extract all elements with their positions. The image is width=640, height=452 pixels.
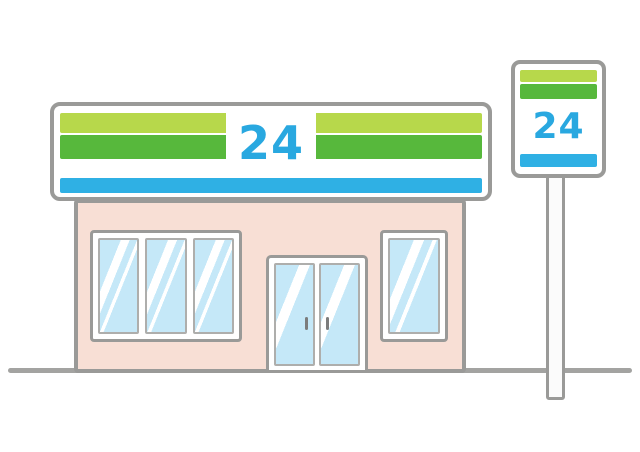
door-right-panel bbox=[319, 263, 360, 366]
right-window bbox=[380, 230, 448, 342]
window-pane bbox=[192, 238, 234, 334]
pole-sign-hours-area: 24 bbox=[520, 99, 597, 154]
door-handle bbox=[305, 317, 308, 330]
pole-sign-stripe-green bbox=[520, 84, 597, 99]
pole-sign-stripe-light-green bbox=[520, 70, 597, 82]
entrance-door bbox=[266, 255, 368, 373]
door-left-panel bbox=[274, 263, 315, 366]
store-sign-stripe-blue bbox=[60, 178, 482, 193]
window-pane bbox=[145, 238, 187, 334]
window-pane bbox=[98, 238, 140, 334]
store-sign-hours-label: 24 bbox=[237, 116, 304, 170]
window-pane bbox=[388, 238, 440, 334]
left-window bbox=[90, 230, 242, 342]
pole-sign-stripe-blue bbox=[520, 154, 597, 167]
pole-sign-hours-label: 24 bbox=[532, 105, 585, 147]
pole-sign: 24 bbox=[511, 60, 606, 178]
store-sign-hours-badge: 24 bbox=[226, 110, 316, 176]
store-sign: 24 bbox=[50, 102, 492, 201]
door-handle bbox=[326, 317, 329, 330]
sign-pole bbox=[546, 170, 565, 400]
